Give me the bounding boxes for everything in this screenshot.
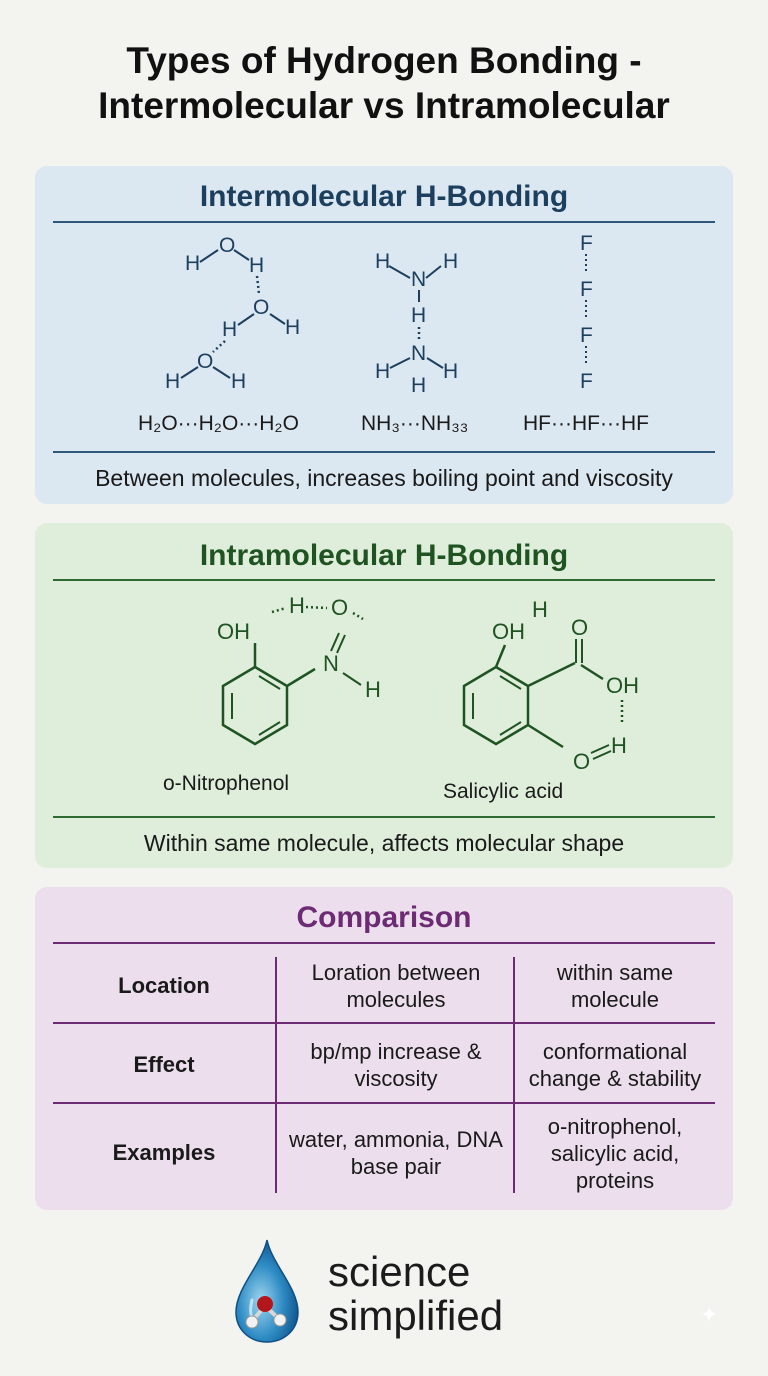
- o-nitrophenol-structure: OH N H O H: [217, 593, 381, 746]
- svg-text:H: H: [443, 250, 458, 273]
- svg-text:H: H: [249, 254, 264, 277]
- hf-formula: HF···HF···HF: [523, 412, 649, 435]
- intramolecular-heading: Intramolecular H-Bonding: [199, 539, 569, 572]
- intramolecular-caption: Within same molecule, affects molecular …: [143, 830, 625, 856]
- effect-intermolecular-cell: bp/mp increase & viscosity: [310, 1039, 482, 1091]
- svg-text:H: H: [375, 250, 390, 273]
- intramolecular-panel: Intramolecular H-Bonding OH N H O H: [35, 523, 733, 868]
- svg-text:H: H: [222, 318, 237, 341]
- hf-chain-structure: F F F F: [580, 232, 593, 393]
- salicylic-acid-structure: OH H O OH O H: [462, 597, 639, 774]
- svg-text:F: F: [580, 278, 593, 301]
- svg-text:O: O: [331, 595, 348, 620]
- row-label-location: Location: [118, 973, 210, 998]
- comparison-divider-top: [53, 942, 715, 944]
- ammonia-formula: NH₃···NH₃₃: [361, 412, 469, 435]
- row-label-examples: Examples: [112, 1140, 216, 1165]
- examples-intermolecular-cell: water, ammonia, DNA base pair: [289, 1127, 503, 1179]
- svg-text:H: H: [365, 677, 381, 702]
- intermolecular-panel: Intermolecular H-Bonding H O H O H H O H…: [35, 166, 733, 504]
- table-row-divider-2: [53, 1102, 715, 1104]
- svg-text:H: H: [375, 360, 390, 383]
- svg-text:H: H: [411, 304, 426, 327]
- salicylic-acid-label: Salicylic acid: [443, 780, 564, 803]
- table-row-examples: Examples water, ammonia, DNA base pair o…: [53, 1111, 715, 1195]
- svg-text:F: F: [580, 370, 593, 393]
- water-chain-structure: H O H O H H O H H: [165, 234, 300, 393]
- water-formula: H₂O···H₂O···H₂O: [138, 412, 299, 435]
- table-column-divider-2: [513, 957, 515, 1193]
- ammonia-chain-structure: H N H H N H H H: [375, 250, 458, 397]
- sparkle-icon: ✦: [700, 1302, 719, 1327]
- svg-text:H: H: [285, 316, 300, 339]
- table-row-location: Location Loration between molecules with…: [53, 953, 715, 1019]
- svg-text:F: F: [580, 232, 593, 255]
- intermolecular-caption: Between molecules, increases boiling poi…: [95, 465, 673, 491]
- svg-text:O: O: [197, 350, 213, 373]
- svg-text:H: H: [532, 597, 548, 622]
- effect-intramolecular-cell: conformational change & stability: [528, 1039, 702, 1091]
- page-title-line-2: Intermolecular vs Intramolecular: [98, 85, 670, 126]
- svg-text:N: N: [411, 268, 426, 291]
- table-row-divider-1: [53, 1022, 715, 1024]
- svg-text:H: H: [165, 370, 180, 393]
- svg-text:OH: OH: [217, 619, 250, 644]
- table-column-divider-1: [275, 957, 277, 1193]
- svg-text:H: H: [611, 733, 627, 758]
- svg-text:H: H: [185, 252, 200, 275]
- comparison-heading: Comparison: [296, 901, 472, 934]
- location-intermolecular-cell: Loration between molecules: [311, 960, 481, 1012]
- svg-text:O: O: [253, 296, 269, 319]
- svg-text:H: H: [411, 374, 426, 397]
- brand-line-1: science: [328, 1248, 471, 1295]
- water-drop-molecule-logo-icon: [235, 1239, 299, 1343]
- brand-wordmark: science simplified: [328, 1250, 503, 1338]
- examples-intramolecular-cell: o-nitrophenol, salicylic acid, proteins: [547, 1113, 683, 1193]
- intermolecular-structures: H O H O H H O H H H N H H: [165, 232, 593, 397]
- page-title-line-1: Types of Hydrogen Bonding -: [126, 40, 642, 81]
- intermolecular-heading: Intermolecular H-Bonding: [199, 180, 569, 213]
- intermolecular-divider-top: [53, 221, 715, 223]
- o-nitrophenol-label: o-Nitrophenol: [163, 772, 290, 795]
- svg-text:OH: OH: [606, 673, 639, 698]
- svg-text:F: F: [580, 324, 593, 347]
- svg-text:OH: OH: [492, 619, 525, 644]
- location-intramolecular-cell: within same molecule: [556, 960, 674, 1012]
- svg-text:H: H: [443, 360, 458, 383]
- intermolecular-divider-bottom: [53, 451, 715, 453]
- svg-text:H: H: [231, 370, 246, 393]
- brand-line-2: simplified: [328, 1292, 504, 1339]
- table-row-effect: Effect bp/mp increase & viscosity confor…: [53, 1031, 715, 1099]
- svg-text:O: O: [571, 615, 588, 640]
- page-title: Types of Hydrogen Bonding - Intermolecul…: [0, 38, 768, 128]
- row-label-effect: Effect: [133, 1052, 195, 1077]
- svg-text:H: H: [289, 593, 305, 618]
- svg-text:N: N: [411, 342, 426, 365]
- comparison-panel: Comparison Location Loration between mol…: [35, 887, 733, 1210]
- intramolecular-divider-top: [53, 579, 715, 581]
- intramolecular-structures: OH N H O H OH H O OH: [217, 593, 639, 774]
- svg-text:O: O: [219, 234, 235, 257]
- svg-text:N: N: [323, 651, 339, 676]
- intramolecular-divider-bottom: [53, 816, 715, 818]
- svg-text:O: O: [573, 749, 590, 774]
